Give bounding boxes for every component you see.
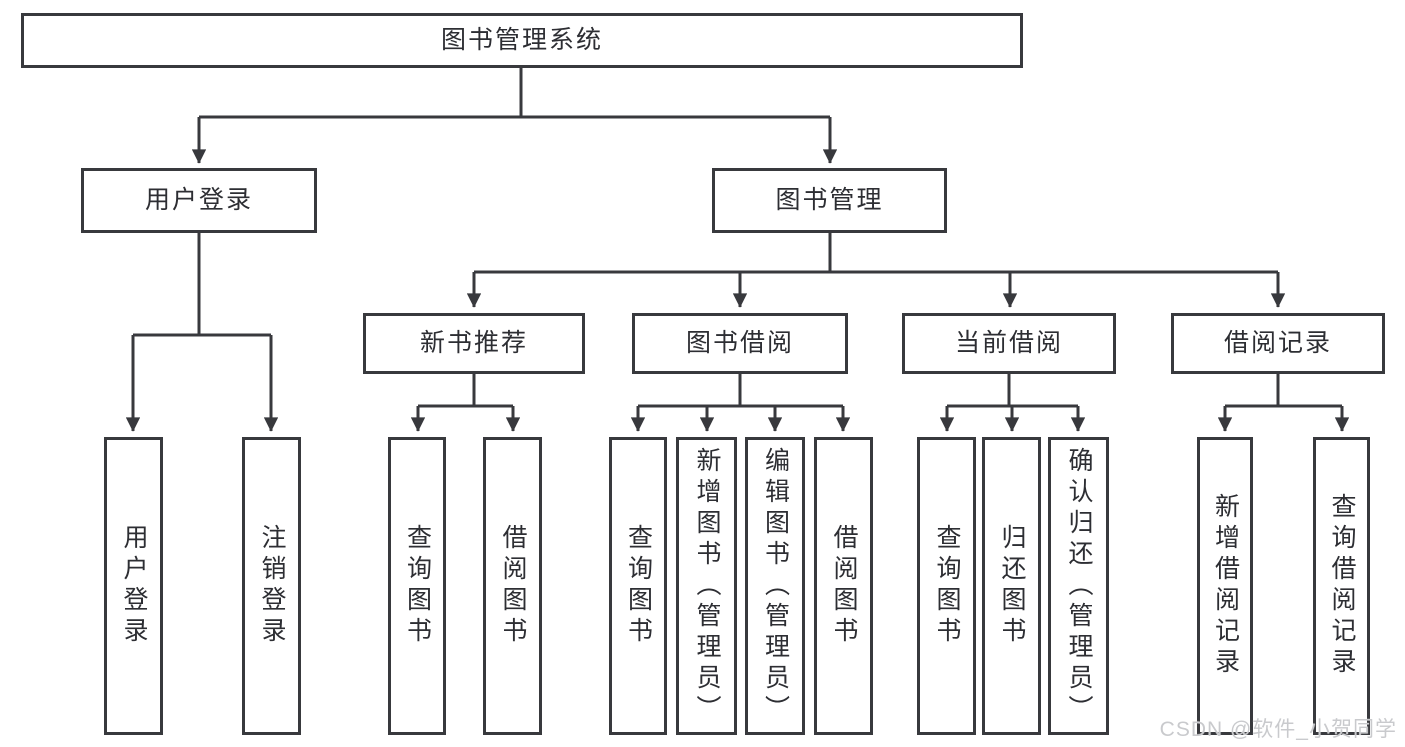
- leaf-query-books: 查询图书: [388, 437, 446, 735]
- leaf-confirm-return-admin: 确认归还（管理员）: [1048, 437, 1109, 735]
- leaf-borrow-books: 借阅图书: [814, 437, 873, 735]
- leaf-query-borrow-record: 查询借阅记录: [1313, 437, 1370, 735]
- leaf-edit-books-admin: 编辑图书（管理员）: [745, 437, 805, 735]
- leaf-add-books-admin: 新增图书（管理员）: [676, 437, 737, 735]
- leaf-add-borrow-record: 新增借阅记录: [1197, 437, 1253, 735]
- node-borrowing-records: 借阅记录: [1171, 313, 1385, 374]
- leaf-return-books: 归还图书: [982, 437, 1041, 735]
- node-book-borrowing: 图书借阅: [632, 313, 848, 374]
- leaf-query-books: 查询图书: [609, 437, 667, 735]
- node-book-management: 图书管理: [712, 168, 947, 233]
- csdn-watermark: CSDN @软件_小贺同学: [1159, 718, 1397, 741]
- leaf-borrow-books: 借阅图书: [483, 437, 542, 735]
- leaf-user-login: 用户登录: [104, 437, 163, 735]
- node-root-system: 图书管理系统: [21, 13, 1023, 68]
- leaf-query-books: 查询图书: [917, 437, 976, 735]
- leaf-logout-login: 注销登录: [242, 437, 301, 735]
- node-new-book-recommend: 新书推荐: [363, 313, 585, 374]
- connector-arrows: [125, 117, 1350, 432]
- node-user-login: 用户登录: [81, 168, 317, 233]
- node-current-borrowing: 当前借阅: [902, 313, 1116, 374]
